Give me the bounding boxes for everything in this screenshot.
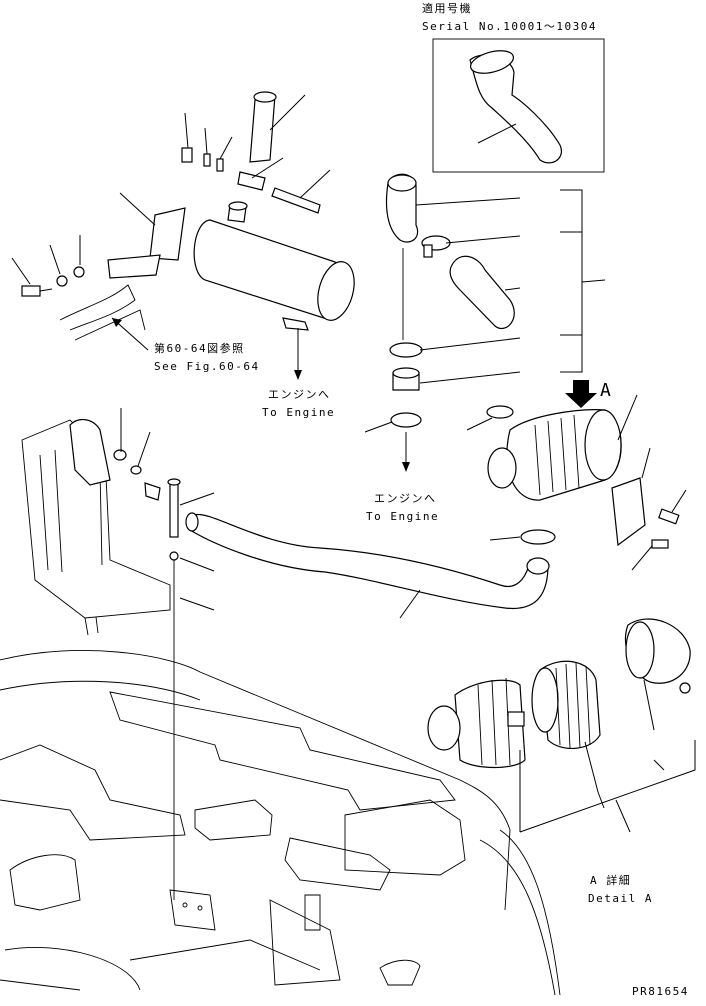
lower-bracket [169,889,216,931]
muffler-assembly [11,91,355,380]
to-engine-2-jp-text: エンジンへ [374,492,437,505]
clamp-middle [389,342,423,358]
to-engine-1-en-text: To Engine [262,406,335,419]
frame-edge [59,284,136,331]
air-cleaner-ribs [534,414,580,496]
clamp-bracket [237,171,266,191]
bracket-bolt-2 [651,539,669,549]
detail-a-exploded [427,618,696,833]
long-bolt [271,187,321,214]
machine-frame [0,649,561,996]
tail-pipe-top [253,91,277,103]
intake-pipe-body [189,513,549,610]
muffler-outlet [282,317,309,331]
elbow-hose [385,173,419,243]
bracket-bolt-1 [658,508,680,525]
nut-3 [216,158,224,172]
air-cleaner: A [466,380,687,571]
muffler-bracket [149,207,186,261]
inset-leader [477,123,517,144]
stud-bolt [169,481,179,538]
clamp-outlet [520,529,556,545]
elbow-hose-end [387,174,417,192]
clamp-lower [390,412,422,428]
tank-box [284,837,391,891]
frame-edge-2 [74,309,146,341]
drawing-number-text: PR81654 [632,985,689,998]
inset-pipe [469,54,562,164]
intake-hose-group [364,173,606,472]
serial-inset: 適用号機 Serial No.10001～10304 [422,1,605,173]
clamp-cleaner [486,405,514,419]
clamp-top-screw [423,244,433,258]
mount-plate [107,254,161,279]
cleaner-bracket [611,477,646,547]
detail-marker-text: A [600,380,611,401]
frame-left-block [9,854,81,911]
air-cleaner-cap [584,409,622,481]
to-engine-1-jp-text: エンジンへ [268,388,331,401]
detail-a-arrow [565,380,597,408]
battery-box [194,799,273,841]
washer-2 [73,266,85,278]
serial-box-frame [432,38,605,173]
housing-inlet [427,705,461,751]
detail-jp-text: A 詳細 [590,873,631,887]
muffler-inlet-top [228,201,248,211]
washer-1 [56,275,68,287]
serial-number-text: Serial No.10001～10304 [422,20,597,33]
detail-en-text: Detail A [588,892,653,905]
bolt-left [21,285,41,297]
intake-pipe [185,512,550,619]
to-engine-2-en-text: To Engine [366,510,439,523]
inset-pipe-end [469,50,515,74]
curved-hose [449,255,515,329]
nut-2 [203,153,211,167]
left-support [21,408,215,900]
support-clip [69,418,111,486]
serial-title-text: 適用号機 [422,1,472,15]
nut-1 [181,147,193,163]
intake-pipe-end [526,557,550,575]
see-fig-en-text: See Fig.60-64 [154,360,260,373]
muffler-end-cap [317,261,355,321]
upper-deck [109,691,456,811]
air-cleaner-inlet [487,447,517,489]
see-fig-jp-text: 第60-64図参照 [154,341,245,355]
